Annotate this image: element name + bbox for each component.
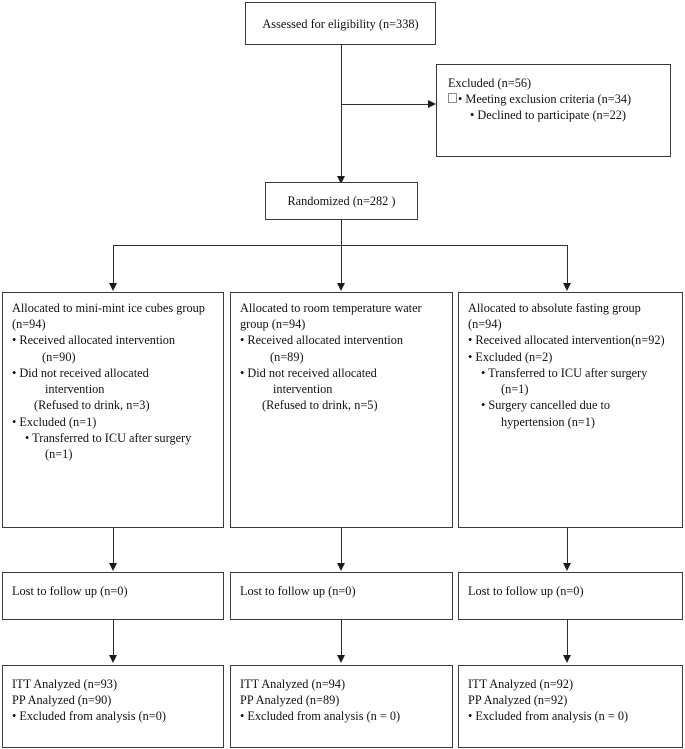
node-excluded: Excluded (n=56) • Meeting exclusion crit… bbox=[436, 64, 671, 157]
analysis-2-pp: PP Analyzed (n=89) bbox=[240, 693, 340, 708]
node-assessed-for-eligibility: Assessed for eligibility (n=338) bbox=[245, 2, 436, 45]
connector-split-left bbox=[112, 245, 114, 289]
node-analysis-3: ITT Analyzed (n=92) PP Analyzed (n=92) •… bbox=[458, 665, 683, 748]
allocation-3-line-3: (n=1) bbox=[501, 382, 529, 397]
allocation-1-title-line1: Allocated to mini-mint ice cubes group bbox=[12, 301, 205, 315]
allocation-1-line-0: • Received allocated intervention bbox=[12, 333, 176, 348]
allocation-1-line-7: (n=1) bbox=[45, 446, 73, 461]
arrow-into-analysis-2 bbox=[336, 655, 345, 663]
node-allocation-2: Allocated to room temperature water grou… bbox=[230, 292, 453, 528]
allocation-1-line-3: intervention bbox=[45, 382, 105, 397]
arrow-into-excluded bbox=[428, 99, 436, 108]
node-allocation-3: Allocated to absolute fasting group (n=9… bbox=[458, 292, 683, 528]
analysis-1-itt: ITT Analyzed (n=93) bbox=[12, 677, 118, 691]
allocation-2-line-3: intervention bbox=[273, 382, 333, 397]
followup-1-label: Lost to follow up (n=0) bbox=[12, 584, 128, 598]
node-analysis-2: ITT Analyzed (n=94) PP Analyzed (n=89) •… bbox=[230, 665, 453, 748]
connector-randomized-down bbox=[340, 220, 342, 246]
allocation-3-line-4: • Surgery cancelled due to bbox=[481, 398, 611, 413]
allocation-3-line-0: • Received allocated intervention(n=92) bbox=[468, 333, 665, 348]
excluded-item-0: • Meeting exclusion criteria (n=34) bbox=[458, 92, 632, 107]
followup-3-label: Lost to follow up (n=0) bbox=[468, 584, 584, 598]
allocation-1-line-6: • Transferred to ICU after surgery bbox=[25, 430, 192, 445]
arrow-into-followup-3 bbox=[562, 563, 571, 571]
allocation-3-title-line2: (n=94) bbox=[468, 317, 502, 332]
missing-glyph-icon bbox=[448, 93, 457, 104]
allocation-3-title-line1: Allocated to absolute fasting group bbox=[468, 301, 641, 315]
connector-alloc2-to-followup2 bbox=[340, 528, 342, 564]
excluded-item-1: • Declined to participate (n=22) bbox=[470, 108, 627, 123]
connector-followup2-to-analysis2 bbox=[340, 620, 342, 655]
arrow-into-analysis-3 bbox=[562, 655, 571, 663]
analysis-1-pp: PP Analyzed (n=90) bbox=[12, 693, 112, 708]
analysis-2-excluded: • Excluded from analysis (n = 0) bbox=[240, 709, 401, 724]
allocation-2-line-4: (Refused to drink, n=5) bbox=[262, 398, 378, 413]
connector-alloc1-to-followup1 bbox=[112, 528, 114, 564]
allocation-1-line-1: (n=90) bbox=[42, 349, 76, 364]
allocation-3-line-1: • Excluded (n=2) bbox=[468, 349, 553, 364]
allocation-1-line-4: (Refused to drink, n=3) bbox=[34, 398, 150, 413]
allocation-1-line-2: • Did not received allocated bbox=[12, 365, 149, 380]
arrow-into-allocation-1 bbox=[108, 283, 117, 291]
excluded-heading: Excluded (n=56) bbox=[448, 76, 532, 90]
node-randomized: Randomized (n=282 ) bbox=[265, 182, 418, 220]
assessed-label: Assessed for eligibility (n=338) bbox=[262, 16, 419, 31]
node-followup-2: Lost to follow up (n=0) bbox=[230, 572, 453, 620]
allocation-3-line-2: • Transferred to ICU after surgery bbox=[481, 365, 648, 380]
analysis-1-excluded: • Excluded from analysis (n=0) bbox=[12, 709, 166, 724]
randomized-label: Randomized (n=282 ) bbox=[287, 194, 396, 209]
analysis-3-excluded: • Excluded from analysis (n = 0) bbox=[468, 709, 629, 724]
allocation-2-line-2: • Did not received allocated bbox=[240, 365, 377, 380]
connector-split-mid bbox=[340, 245, 342, 289]
connector-followup1-to-analysis1 bbox=[112, 620, 114, 655]
connector-followup3-to-analysis3 bbox=[566, 620, 568, 655]
allocation-1-line-5: • Excluded (n=1) bbox=[12, 414, 97, 429]
arrow-into-allocation-2 bbox=[336, 283, 345, 291]
allocation-3-line-5: hypertension (n=1) bbox=[501, 414, 596, 429]
analysis-3-itt: ITT Analyzed (n=92) bbox=[468, 677, 574, 691]
node-analysis-1: ITT Analyzed (n=93) PP Analyzed (n=90) •… bbox=[2, 665, 224, 748]
analysis-2-itt: ITT Analyzed (n=94) bbox=[240, 677, 346, 691]
connector-alloc3-to-followup3 bbox=[566, 528, 568, 564]
allocation-1-title-line2: (n=94) bbox=[12, 317, 46, 332]
allocation-2-line-1: (n=89) bbox=[270, 349, 304, 364]
connector-trunk-to-excluded bbox=[341, 103, 430, 105]
analysis-3-pp: PP Analyzed (n=92) bbox=[468, 693, 568, 708]
followup-2-label: Lost to follow up (n=0) bbox=[240, 584, 356, 598]
allocation-2-title-line2: group (n=94) bbox=[240, 317, 306, 332]
arrow-into-allocation-3 bbox=[562, 283, 571, 291]
allocation-2-title-line1: Allocated to room temperature water bbox=[240, 301, 422, 315]
arrow-into-analysis-1 bbox=[108, 655, 117, 663]
excluded-item-0-row: • Meeting exclusion criteria (n=34) bbox=[448, 91, 661, 107]
node-followup-3: Lost to follow up (n=0) bbox=[458, 572, 683, 620]
arrow-into-randomized bbox=[336, 176, 345, 184]
connector-split-right bbox=[566, 245, 568, 289]
arrow-into-followup-2 bbox=[336, 563, 345, 571]
allocation-2-line-0: • Received allocated intervention bbox=[240, 333, 404, 348]
node-followup-1: Lost to follow up (n=0) bbox=[2, 572, 224, 620]
connector-assessed-to-randomized bbox=[340, 45, 342, 182]
node-allocation-1: Allocated to mini-mint ice cubes group (… bbox=[2, 292, 224, 528]
arrow-into-followup-1 bbox=[108, 563, 117, 571]
